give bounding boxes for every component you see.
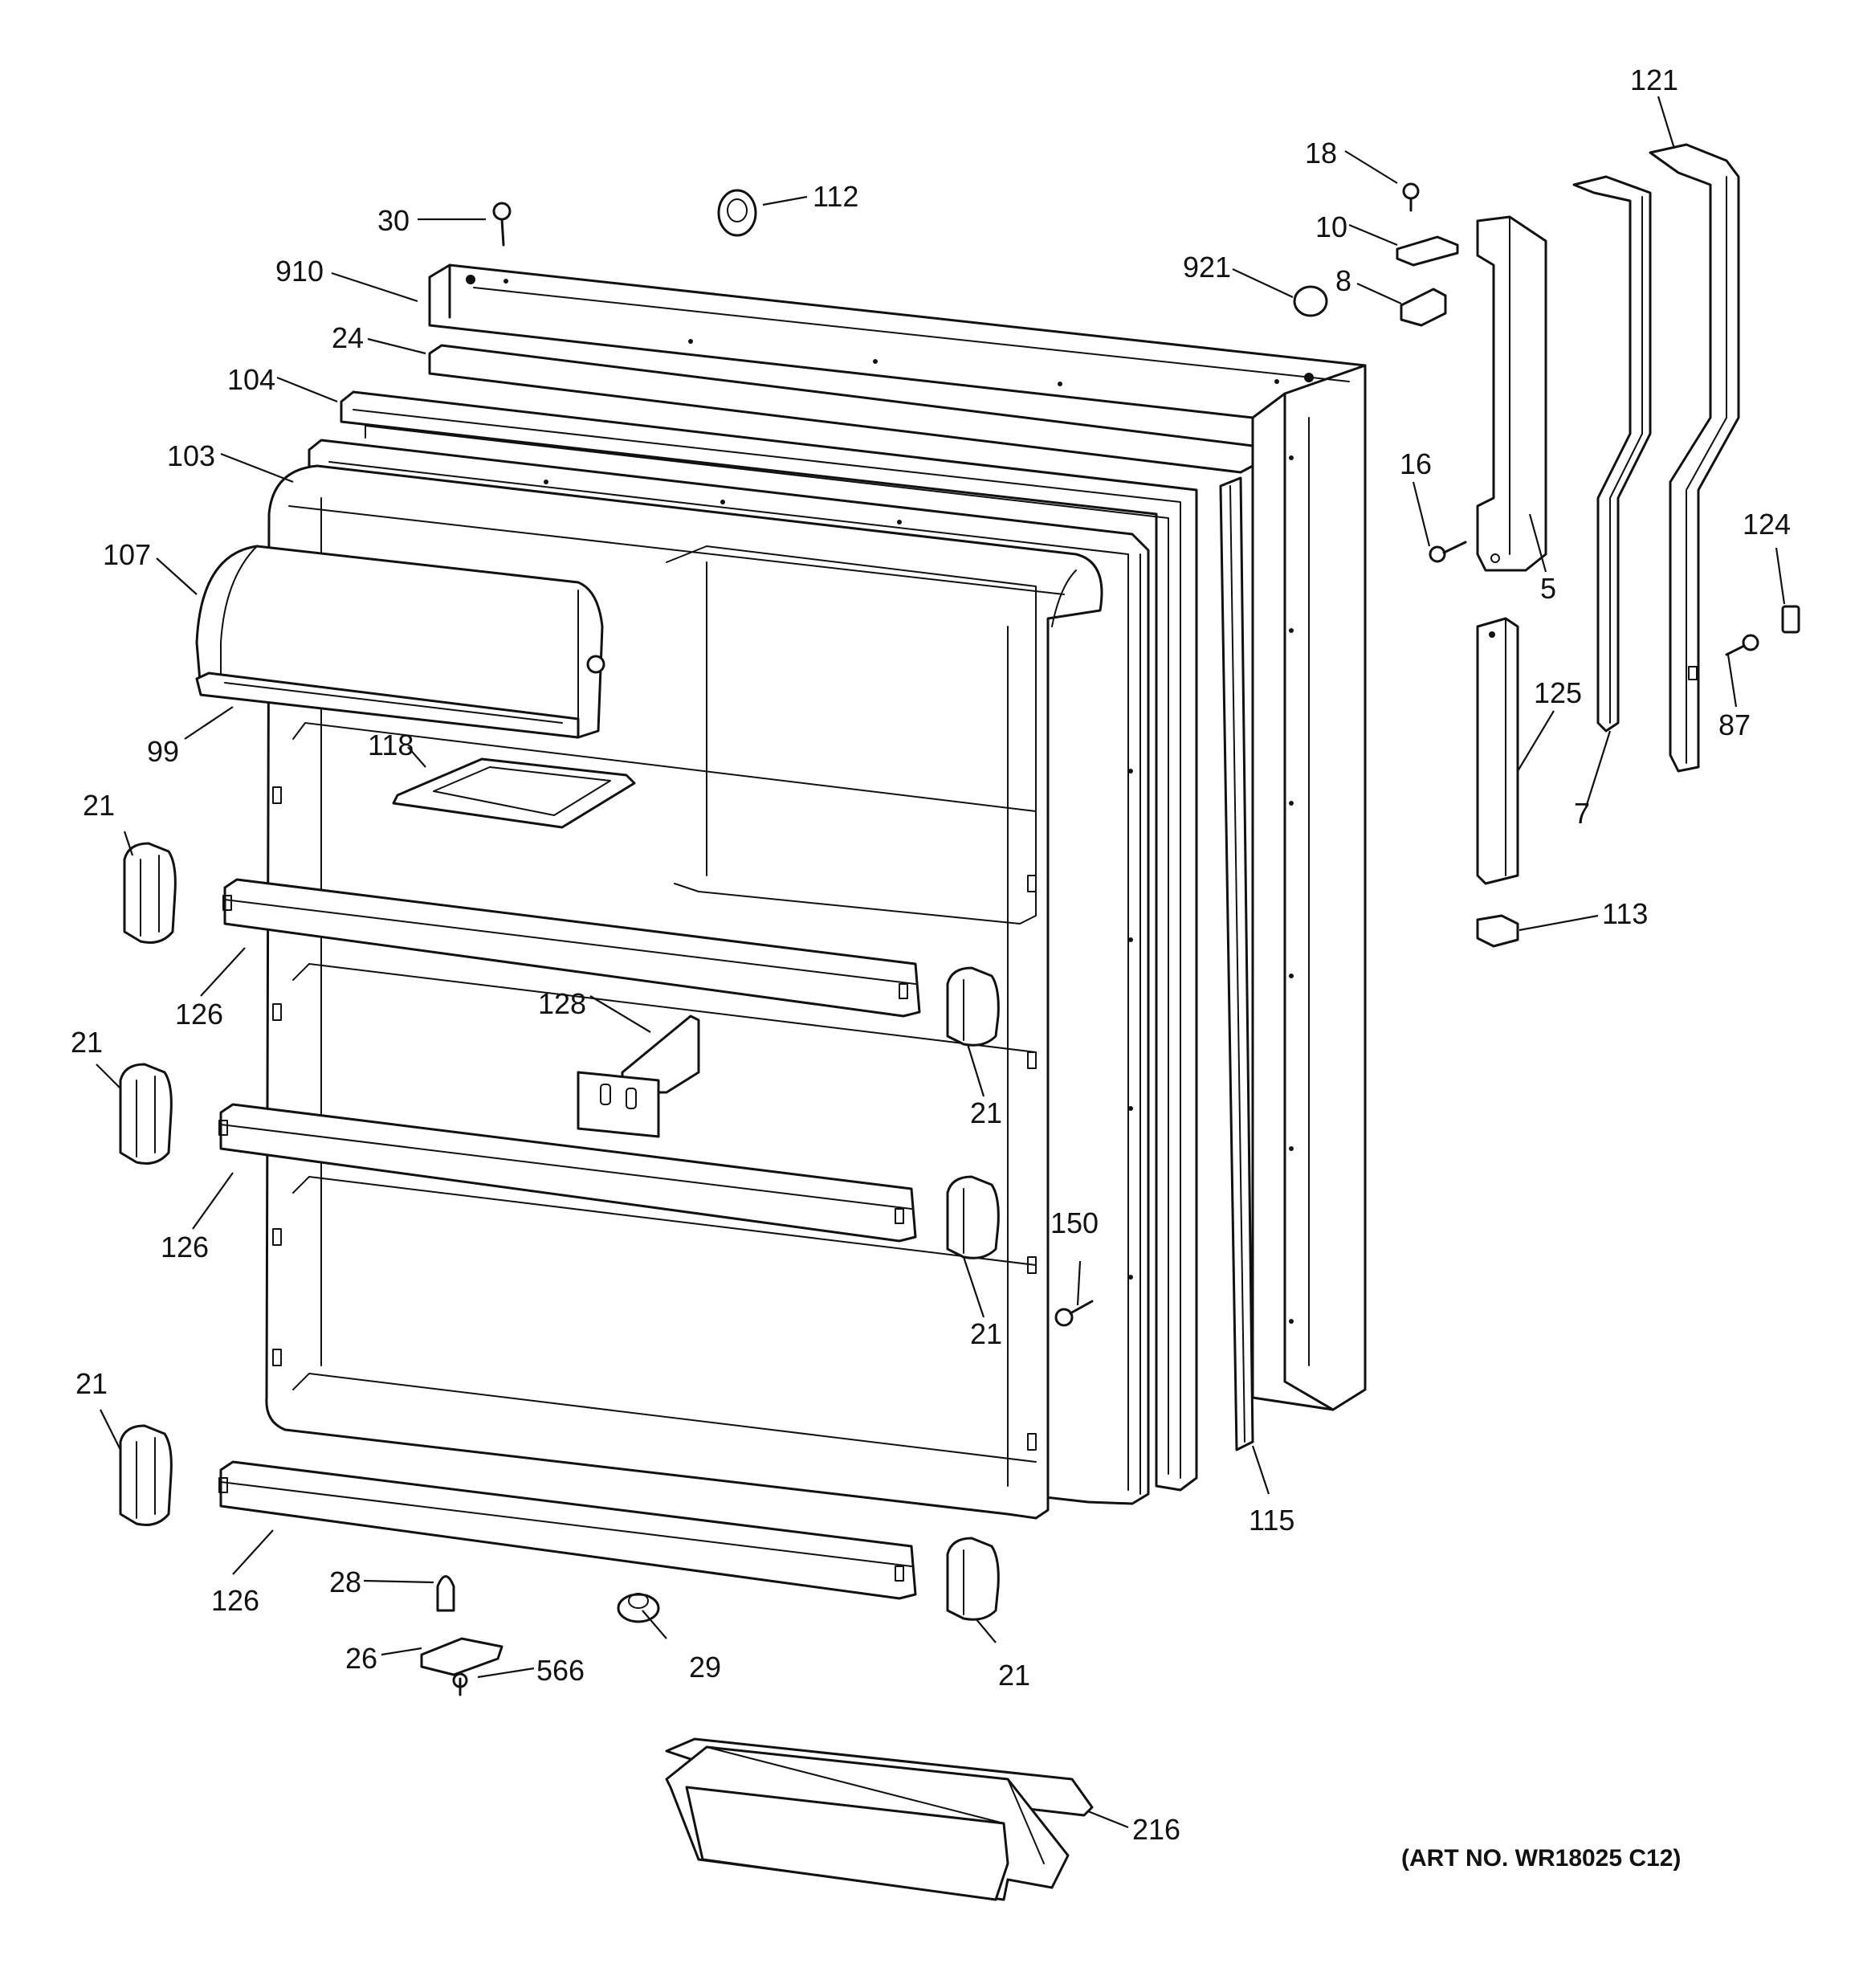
part-label-99: 99	[147, 735, 179, 768]
egg-tray-part-118	[392, 757, 636, 829]
part-label-8: 8	[1335, 264, 1351, 297]
part-label-121: 121	[1630, 63, 1678, 96]
part-label-126-middle: 126	[161, 1231, 209, 1263]
part-label-21-mid-right: 21	[970, 1317, 1002, 1350]
inner-door-liner	[265, 464, 1103, 1520]
part-label-21-mid-left: 21	[71, 1026, 103, 1059]
bottle-retainer-part-128	[577, 1014, 700, 1138]
part-label-7: 7	[1574, 797, 1590, 830]
part-label-113: 113	[1602, 897, 1648, 930]
part-label-104: 104	[227, 363, 275, 396]
door-bin-part-216	[665, 1737, 1094, 1901]
seal-strip-part-115	[1219, 476, 1254, 1451]
part-label-30: 30	[377, 204, 410, 237]
leader-lines	[96, 96, 1786, 1829]
shelf-bar-part-126-middle	[218, 1103, 917, 1243]
part-label-126-bottom: 126	[211, 1584, 259, 1617]
part-label-107: 107	[103, 538, 151, 571]
part-label-10: 10	[1315, 210, 1347, 243]
part-label-21-upper-right: 21	[970, 1096, 1002, 1129]
screw-part-30	[492, 202, 512, 247]
plug-part-28	[436, 1575, 455, 1612]
plug-part-29	[617, 1593, 660, 1623]
part-label-124: 124	[1743, 508, 1791, 541]
button-plug-part-921	[1293, 285, 1328, 317]
part-label-150: 150	[1050, 1206, 1099, 1239]
door-handle-part-5	[1476, 215, 1547, 572]
part-label-16: 16	[1400, 447, 1432, 480]
hinge-bushing-part-8	[1400, 288, 1447, 327]
part-label-125: 125	[1534, 676, 1582, 709]
door-gasket-part-104	[340, 390, 1198, 1492]
plug-part-112	[717, 189, 757, 237]
plate-part-26	[420, 1637, 503, 1676]
part-label-18: 18	[1305, 137, 1337, 169]
part-labels: 30 112 910 24 104 103 107 99 118 21 126 …	[71, 63, 1791, 1846]
part-label-5: 5	[1540, 572, 1556, 605]
dairy-door-frame-part-99	[195, 672, 580, 739]
part-label-128: 128	[538, 987, 586, 1020]
part-label-921: 921	[1183, 251, 1231, 284]
part-label-126-top: 126	[175, 998, 223, 1031]
shelf-screw-part-150	[1054, 1300, 1094, 1327]
handle-trim-part-125	[1476, 617, 1519, 885]
part-label-21-lower-right: 21	[998, 1659, 1030, 1692]
stop-part-124	[1781, 605, 1800, 634]
hinge-shim-part-10	[1396, 235, 1459, 267]
cap-part-113	[1476, 914, 1519, 948]
part-label-28: 28	[329, 1565, 361, 1598]
part-label-26: 26	[345, 1642, 377, 1675]
part-label-566: 566	[536, 1654, 585, 1687]
part-label-103: 103	[167, 439, 215, 472]
insulation-strip-part-24	[428, 344, 1254, 474]
art-number: (ART NO. WR18025 C12)	[1401, 1845, 1681, 1872]
hinge-arm-part-121	[1649, 143, 1740, 773]
screw-part-18	[1402, 182, 1420, 212]
shelf-end-cap-part-21	[119, 842, 1000, 1621]
screw-part-87	[1725, 634, 1759, 656]
part-label-21-lower-left: 21	[75, 1367, 108, 1400]
hinge-arm-part-7	[1572, 175, 1652, 733]
screw-part-566	[452, 1672, 468, 1696]
part-label-910: 910	[275, 255, 324, 288]
part-label-216: 216	[1132, 1813, 1180, 1846]
part-label-24: 24	[332, 321, 364, 354]
shelf-bar-part-126-bottom	[218, 1460, 917, 1600]
part-label-29: 29	[689, 1651, 721, 1684]
outer-door-part-910	[428, 263, 1367, 1411]
part-label-118: 118	[368, 729, 414, 761]
screw-part-16	[1429, 541, 1467, 563]
part-label-115: 115	[1249, 1504, 1294, 1537]
part-label-21-upper-left: 21	[83, 789, 115, 822]
shelf-bar-part-126-top	[222, 878, 921, 1018]
part-label-87: 87	[1718, 708, 1751, 741]
part-label-112: 112	[813, 180, 858, 213]
